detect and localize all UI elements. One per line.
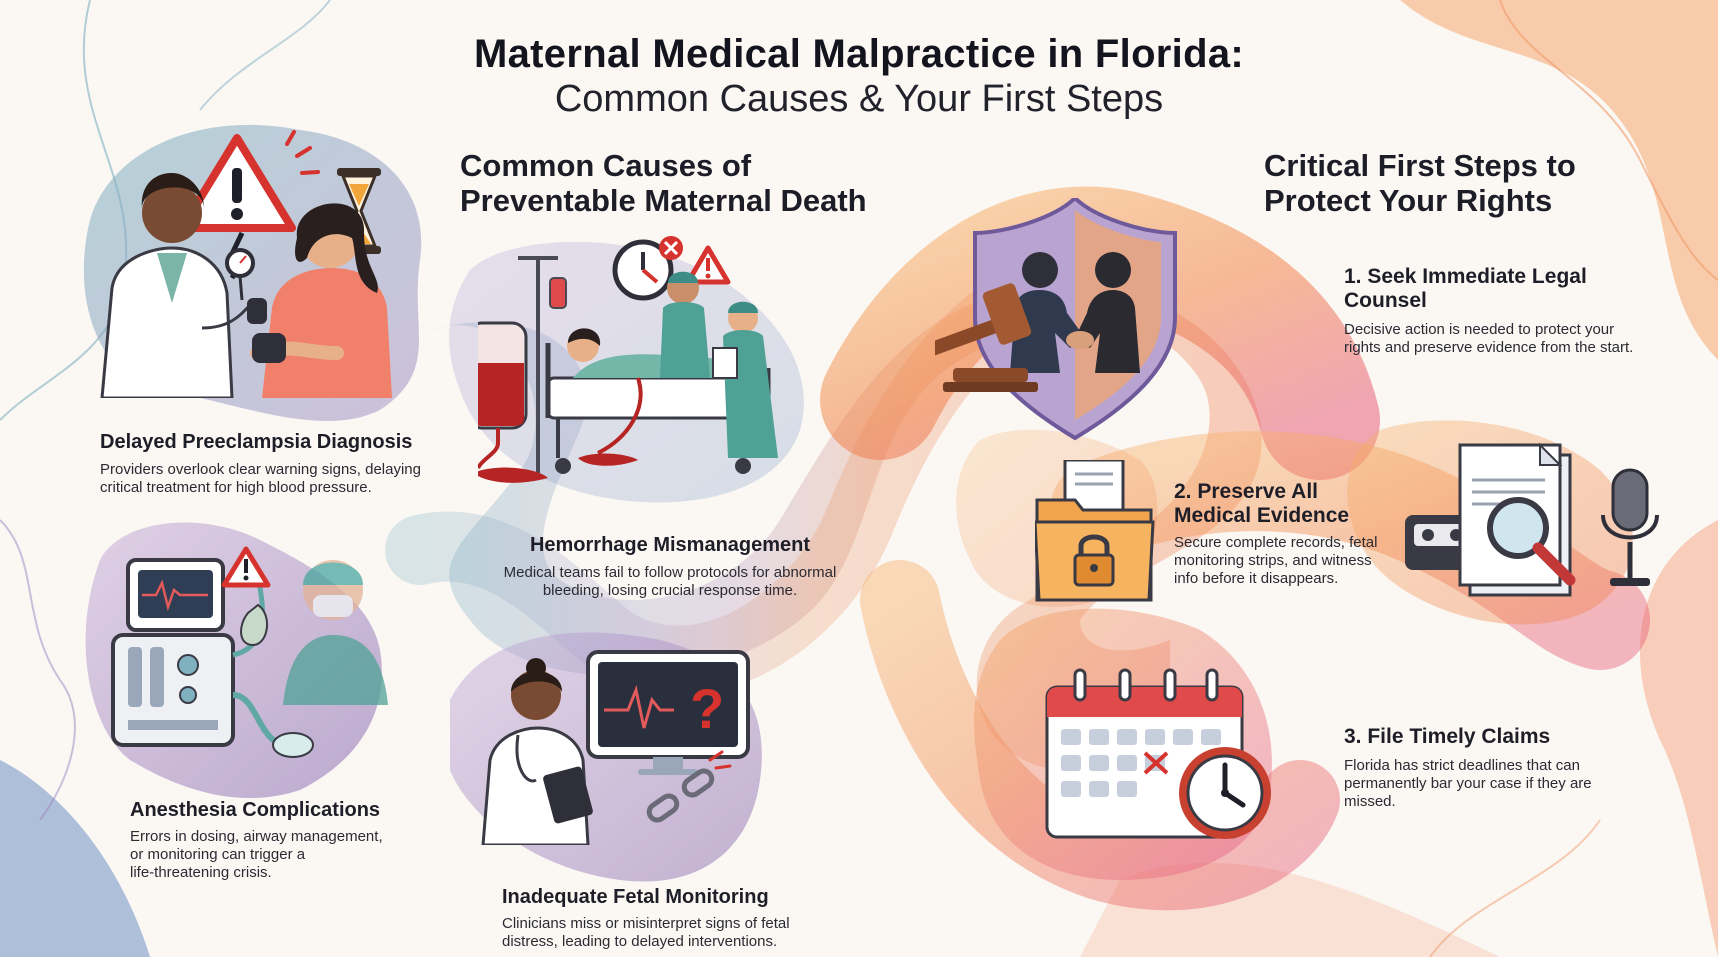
warning-icon (685, 245, 731, 285)
cause-text-line: Clinicians miss or misinterpret signs of… (502, 915, 790, 932)
steps-heading-line-1: Critical First Steps to (1264, 148, 1576, 183)
page-title: Maternal Medical Malpractice in Florida: (474, 32, 1244, 76)
step-text-line: missed. (1344, 793, 1396, 810)
evidence-illustration (1405, 442, 1659, 597)
step-title-line: 1. Seek Immediate Legal (1344, 265, 1587, 288)
cause-text-line: or monitoring can trigger a (130, 846, 306, 863)
alarm-clock-icon (1179, 747, 1271, 839)
cause-text-line: bleeding, losing crucial response time. (542, 582, 798, 599)
cause-anesthesia: Anesthesia Complications Errors in dosin… (130, 798, 430, 882)
cause-hemorrhage: Hemorrhage Mismanagement Medical teams f… (490, 533, 850, 600)
preeclampsia-illustration (100, 130, 392, 398)
cause-title: Hemorrhage Mismanagement (529, 534, 811, 556)
cause-text-line: Medical teams fail to follow protocols f… (503, 564, 837, 581)
anesthesia-illustration (111, 546, 388, 758)
anesthesia-machine-icon (111, 558, 314, 758)
fetal-monitoring-illustration: ? (481, 650, 750, 845)
cause-text-line: critical treatment for high blood pressu… (100, 479, 372, 496)
heart-monitor-icon (586, 650, 750, 775)
step-text-line: Secure complete records, fetal (1174, 534, 1378, 551)
step-legal-counsel: 1. Seek Immediate Legal Counsel Decisive… (1344, 265, 1674, 357)
steps-heading: Critical First Steps to Protect Your Rig… (1264, 148, 1684, 218)
page-subtitle: Common Causes & Your First Steps (554, 78, 1164, 120)
cause-text-line: Errors in dosing, airway management, (130, 828, 383, 845)
step-text-line: monitoring strips, and witness (1174, 552, 1372, 569)
step-title-line: Medical Evidence (1174, 504, 1350, 527)
handshake-icon (1010, 252, 1140, 373)
folder-lock-icon (1035, 460, 1155, 602)
step-text-line: Decisive action is needed to protect you… (1344, 321, 1615, 338)
iv-bag-icon (478, 256, 567, 483)
step-file-claims: 3. File Timely Claims Florida has strict… (1344, 725, 1654, 811)
cause-title: Delayed Preeclampsia Diagnosis (100, 431, 413, 453)
cause-preeclampsia: Delayed Preeclampsia Diagnosis Providers… (100, 430, 460, 497)
deadline-illustration (1045, 668, 1271, 839)
cause-text-line: Providers overlook clear warning signs, … (100, 461, 421, 478)
anesthesiologist-figure (283, 560, 388, 705)
clinician-figure (481, 658, 593, 845)
step-preserve-evidence: 2. Preserve All Medical Evidence Secure … (1174, 480, 1394, 588)
cause-title: Inadequate Fetal Monitoring (502, 886, 769, 908)
steps-heading-line-2: Protect Your Rights (1264, 183, 1553, 218)
causes-heading-line-1: Common Causes of (460, 148, 752, 183)
blood-pressure-icon (225, 248, 255, 301)
step-title-line: Counsel (1344, 289, 1427, 312)
step-text-line: permanently bar your case if they are (1344, 775, 1592, 792)
question-mark-icon: ? (690, 677, 724, 740)
cause-text-line: life-threatening crisis. (130, 864, 272, 881)
medical-staff-figures (660, 271, 778, 458)
causes-heading: Common Causes of Preventable Maternal De… (460, 148, 920, 218)
causes-heading-line-2: Preventable Maternal Death (460, 183, 867, 218)
cause-fetal-monitoring: Inadequate Fetal Monitoring Clinicians m… (502, 885, 862, 951)
folder-illustration (1035, 460, 1155, 602)
warning-icon (221, 546, 271, 588)
step-text-line: rights and preserve evidence from the st… (1344, 339, 1634, 356)
step-text-line: Florida has strict deadlines that can (1344, 757, 1580, 774)
hemorrhage-illustration (478, 236, 778, 483)
magnifier-icon (1487, 497, 1576, 586)
clock-icon (612, 236, 683, 301)
gavel-icon (935, 283, 1038, 392)
legal-counsel-illustration (935, 198, 1177, 441)
cause-title: Anesthesia Complications (130, 799, 381, 821)
cause-text-line: distress, leading to delayed interventio… (502, 933, 778, 950)
step-title-line: 2. Preserve All (1174, 480, 1318, 503)
step-text-line: info before it disappears. (1174, 570, 1339, 587)
doctor-figure (100, 173, 267, 398)
microphone-icon (1601, 468, 1659, 586)
broken-chain-icon (646, 750, 732, 823)
patient-figure (250, 203, 392, 398)
step-title-line: 3. File Timely Claims (1344, 725, 1551, 748)
